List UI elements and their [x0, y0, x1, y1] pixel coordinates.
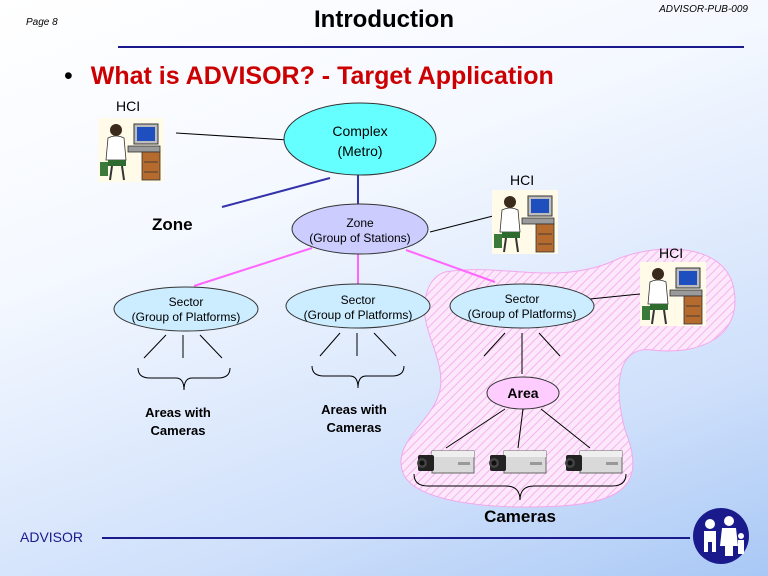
hci-label-3: HCI — [659, 245, 684, 261]
sector-right-label-2: (Group of Platforms) — [467, 307, 577, 321]
footer-rule — [102, 537, 690, 539]
areas-with-cameras-left: Areas with Cameras — [128, 404, 228, 440]
footer-label: ADVISOR — [20, 529, 84, 545]
fan-right — [483, 332, 561, 374]
connector-complex-left — [221, 177, 331, 208]
areas-with-cameras-mid: Areas with Cameras — [304, 401, 404, 437]
fan-left — [143, 334, 223, 359]
area-label: Area — [507, 385, 539, 401]
zone-heading: Zone — [152, 215, 193, 234]
fan-area — [445, 408, 591, 449]
connector-hci-complex — [175, 132, 289, 141]
complex-ellipse — [283, 102, 437, 176]
zone-label-2: (Group of Stations) — [309, 231, 411, 245]
document-id: ADVISOR-PUB-009 — [659, 4, 748, 15]
sector-left-label-2: (Group of Platforms) — [131, 310, 241, 324]
complex-label-2: (Metro) — [337, 143, 383, 159]
areas-mid-label-2: Cameras — [326, 420, 382, 435]
hci-operator-icon-1 — [97, 117, 165, 183]
connector-zone-hci — [429, 215, 494, 233]
hci-label-1: HCI — [116, 98, 141, 114]
sector-mid-label-1: Sector — [340, 293, 376, 307]
bullet-text: What is ADVISOR? - Target Application — [90, 62, 554, 90]
zone-label-1: Zone — [346, 216, 374, 230]
brace-left — [137, 367, 231, 391]
sector-node-right: Sector (Group of Platforms) — [452, 292, 592, 322]
sector-mid-label-2: (Group of Platforms) — [303, 308, 413, 322]
sector-right-label-1: Sector — [504, 292, 540, 306]
areas-left-label-1: Areas with — [145, 405, 211, 420]
connector-zone-sector-right — [405, 249, 496, 283]
hci-operator-icon-3 — [639, 261, 707, 327]
sector-ellipse-mid — [285, 283, 431, 329]
brace-mid — [311, 365, 405, 389]
sector-node-mid: Sector (Group of Platforms) — [288, 293, 428, 323]
connector-zone-sector-left — [193, 247, 313, 287]
header-rule — [118, 46, 744, 48]
areas-left-label-2: Cameras — [150, 423, 206, 438]
page-title: Introduction — [314, 6, 454, 33]
hci-label-2: HCI — [510, 172, 535, 188]
brace-cameras — [413, 473, 627, 501]
zone-node: Zone (Group of Stations) — [292, 216, 428, 246]
bullet-heading: • What is ADVISOR? - Target Application — [64, 62, 554, 91]
complex-node: Complex (Metro) — [290, 121, 430, 161]
sector-left-label-1: Sector — [168, 295, 204, 309]
sector-node-left: Sector (Group of Platforms) — [116, 295, 256, 325]
family-logo-icon — [693, 508, 749, 564]
areas-mid-label-1: Areas with — [321, 402, 387, 417]
bullet-marker: • — [64, 62, 73, 90]
zone-ellipse — [291, 203, 429, 255]
sector-ellipse-right — [449, 283, 595, 329]
complex-label-1: Complex — [332, 123, 388, 139]
sector-ellipse-left — [113, 286, 259, 332]
cameras-label: Cameras — [484, 507, 556, 526]
page-number: Page 8 — [26, 17, 58, 28]
fan-mid — [319, 332, 397, 357]
hci-operator-icon-2 — [491, 189, 559, 255]
